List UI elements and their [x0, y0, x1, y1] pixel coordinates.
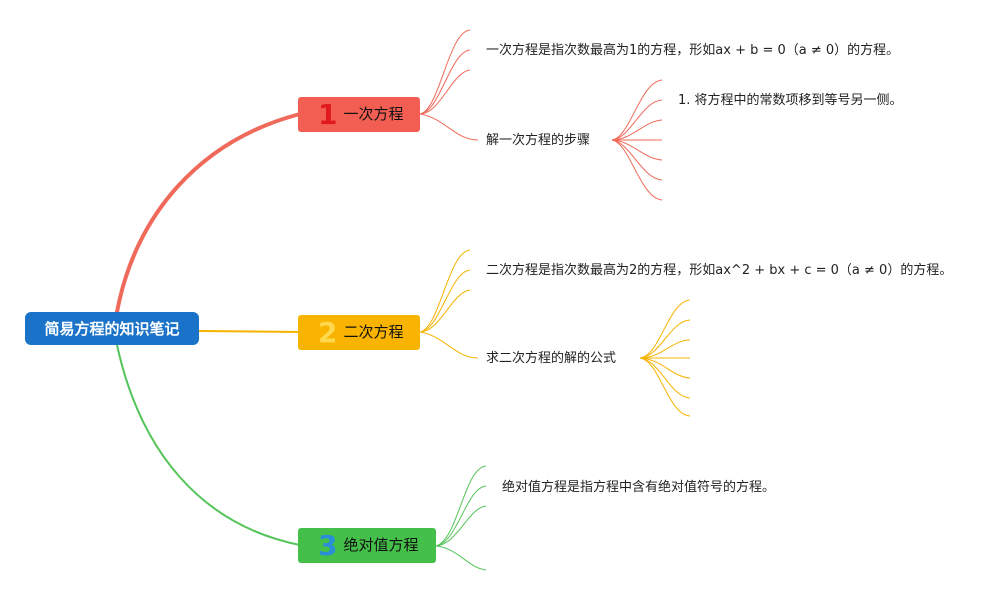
topic-text-1-steps[interactable]: 解一次方程的步骤	[486, 133, 591, 148]
branch-label-1: 一次方程	[343, 105, 404, 123]
main-branch-line-1	[115, 112, 302, 314]
topic-text-2-definition[interactable]: 二次方程是指次数最高为2的方程，形如ax^2 + bx + c = 0（a ≠ …	[486, 263, 953, 278]
root-node[interactable]: 简易方程的知识笔记	[25, 312, 199, 345]
topic-text-2-formula[interactable]: 求二次方程的解的公式	[486, 351, 617, 366]
branch-node-1[interactable]: 1 一次方程	[298, 97, 420, 132]
branch-node-2[interactable]: 2 二次方程	[298, 315, 420, 350]
main-branch-line-3	[116, 344, 301, 546]
branch-3-fan-lines	[435, 465, 487, 571]
main-branch-line-2	[197, 330, 301, 333]
topic-text-1-definition[interactable]: 一次方程是指次数最高为1的方程，形如ax + b = 0（a ≠ 0）的方程。	[486, 43, 900, 58]
number-3-icon: 3	[318, 528, 338, 562]
branch-node-3[interactable]: 3 绝对值方程	[298, 528, 436, 563]
root-node-label: 简易方程的知识笔记	[44, 320, 180, 338]
number-2-icon: 2	[318, 315, 338, 349]
number-1-icon: 1	[318, 97, 338, 131]
branch-label-3: 绝对值方程	[343, 536, 419, 554]
topic-text-3-definition[interactable]: 绝对值方程是指方程中含有绝对值符号的方程。	[502, 480, 776, 495]
branch-2-fan-lines	[419, 249, 691, 417]
branch-label-2: 二次方程	[343, 323, 404, 341]
branch-1-fan-lines	[419, 29, 663, 201]
subtopic-text-1-step-1[interactable]: 1. 将方程中的常数项移到等号另一侧。	[678, 93, 903, 108]
